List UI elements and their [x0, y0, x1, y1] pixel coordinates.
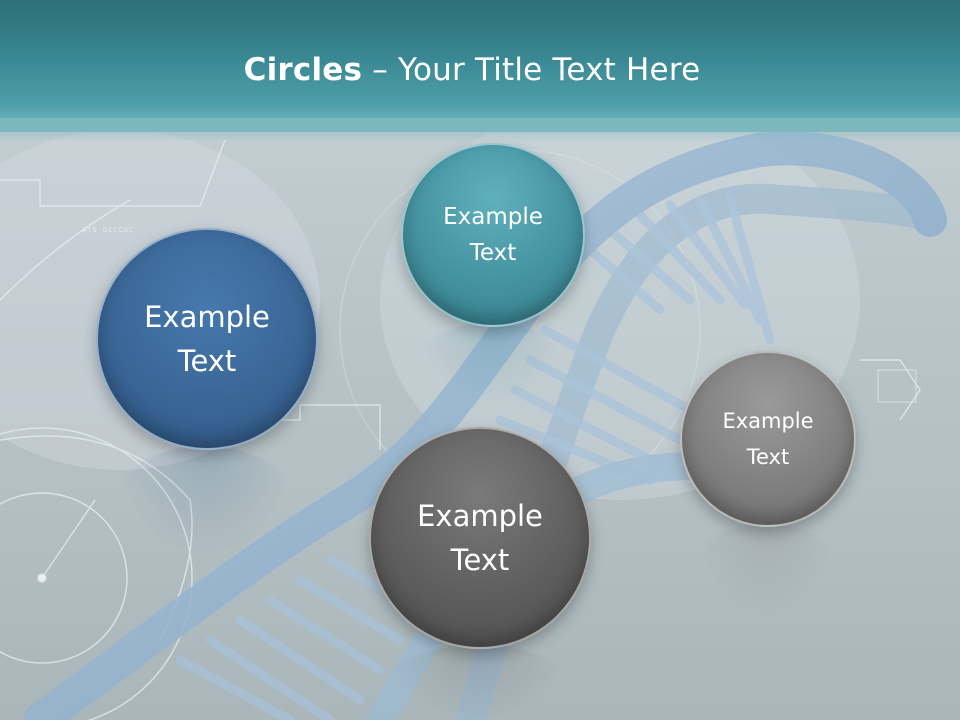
slide-title-bold: Circles	[243, 52, 363, 88]
circle-1-reflection	[116, 446, 294, 556]
circle-gray[interactable]: Example Text	[680, 351, 856, 527]
circle-dark-gray[interactable]: Example Text	[369, 427, 591, 649]
circle-3-reflection	[389, 645, 567, 720]
slide-title[interactable]: Circles – Your Title Text Here	[0, 52, 944, 88]
slide-title-rest: – Your Title Text Here	[362, 52, 701, 88]
circle-gray-text: Example Text	[722, 409, 814, 469]
title-bar	[0, 0, 960, 132]
circle-blue-text: Example Text	[144, 300, 270, 378]
circle-4-reflection	[696, 523, 836, 613]
circle-blue[interactable]: Example Text	[96, 228, 318, 450]
tiny-code-text: ATG GCCCGC	[82, 226, 135, 234]
title-bar-fade	[0, 118, 960, 142]
circle-teal-text: Example Text	[443, 204, 543, 266]
circle-2-reflection	[418, 323, 564, 403]
circle-teal[interactable]: Example Text	[401, 143, 585, 327]
circle-dark-gray-text: Example Text	[417, 499, 543, 577]
